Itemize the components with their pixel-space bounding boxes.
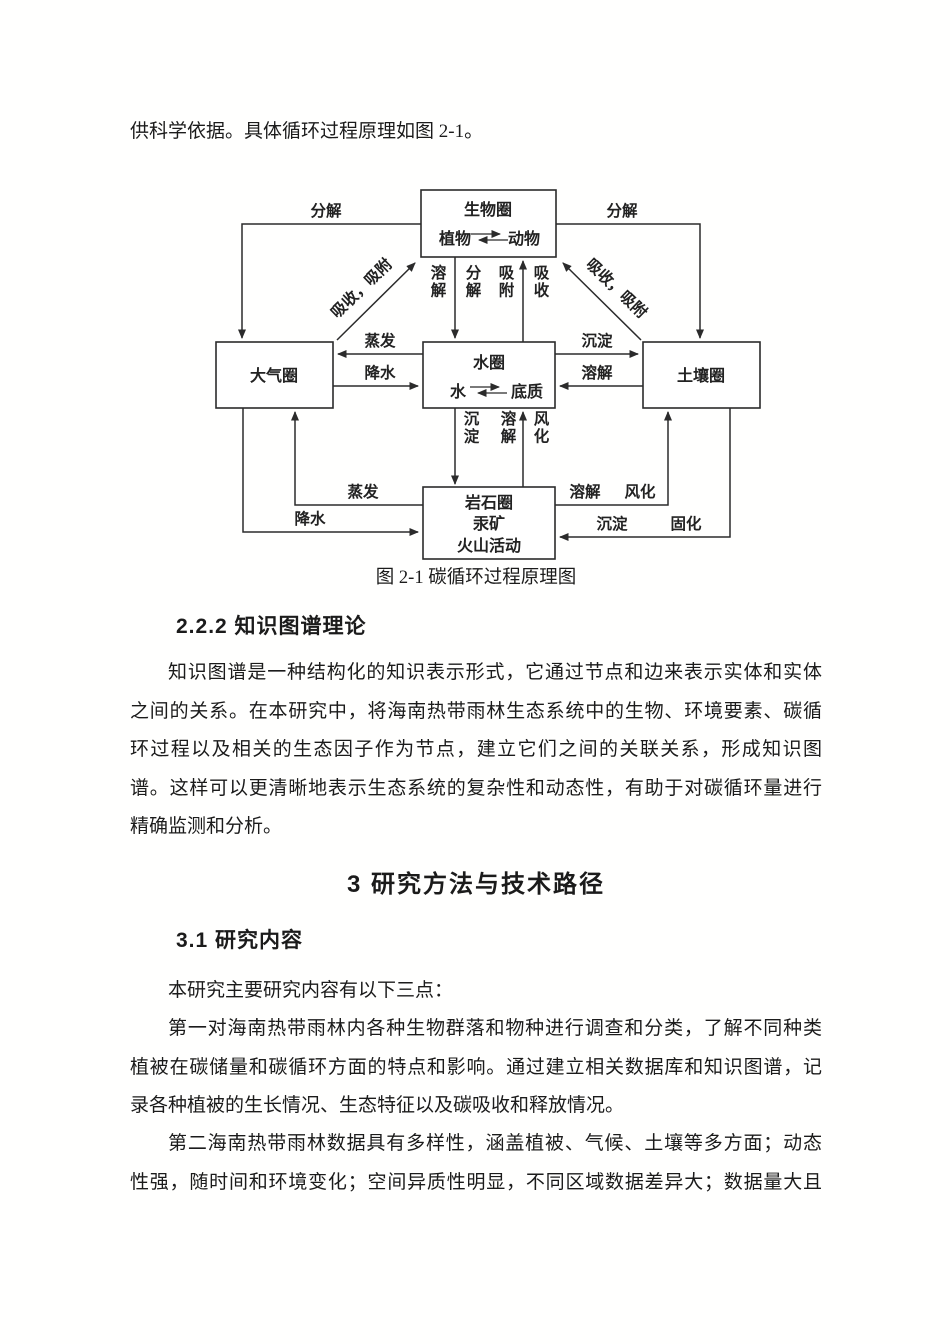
label-precipitation-bottom: 降水 xyxy=(294,509,326,528)
label-dissolution-up: 溶解 xyxy=(499,409,517,445)
figure-caption: 图 2-1 碳循环过程原理图 xyxy=(375,568,577,588)
label-sedimentation-bottom-right: 沉淀 xyxy=(596,514,628,533)
label-decompose-down: 分解 xyxy=(464,264,482,299)
paragraph-first-point: 第一对海南热带雨林内各种生物群落和物种进行调查和分类，了解不同种类 植被在碳储量… xyxy=(130,1010,822,1126)
sediment-label: 底质 xyxy=(511,382,543,401)
hydrosphere-box xyxy=(422,341,556,409)
atmosphere-box xyxy=(215,341,334,409)
arrow-biosphere-to-pedosphere xyxy=(556,223,704,339)
label-solidification-bottom-right: 固化 xyxy=(670,514,702,533)
paragraph-line: 第一对海南热带雨林内各种生物群落和物种进行调查和分类，了解不同种类 xyxy=(168,1018,822,1039)
paragraph-line: 植被在碳储量和碳循环方面的特点和影响。通过建立相关数据库和知识图谱，记 xyxy=(130,1056,822,1078)
label-decompose-right: 分解 xyxy=(606,201,638,220)
label-adsorb-up: 吸附 xyxy=(497,264,515,299)
paragraph-line: 知识图谱是一种结构化的知识表示形式，它通过节点和边来表示实体和实体 xyxy=(168,662,822,683)
label-dissolution-mid: 溶解 xyxy=(581,363,613,382)
paragraph-line: 性强，随时间和环境变化；空间异质性明显，不同区域数据差异大；数据量大且 xyxy=(130,1171,822,1193)
arrow-pedosphere-to-lithosphere xyxy=(559,408,731,541)
paragraph-lead: 本研究主要研究内容有以下三点： xyxy=(130,972,822,1011)
label-dissolution-bottom-right: 溶解 xyxy=(569,482,601,501)
plant-label: 植物 xyxy=(438,229,471,248)
water-label: 水 xyxy=(450,382,467,401)
water-sediment-exchange-icon xyxy=(470,383,507,397)
label-evaporation-mid: 蒸发 xyxy=(364,331,396,350)
label-decompose-left: 分解 xyxy=(310,201,342,220)
arrow-biosphere-to-atmosphere xyxy=(238,223,421,339)
paragraph-line: 精确监测和分析。 xyxy=(130,816,283,837)
atmosphere-title: 大气圈 xyxy=(250,366,298,385)
paragraph-line: 谱。这样可以更清晰地表示生态系统的复杂性和动态性，有助于对碳循环量进行 xyxy=(130,777,822,799)
plant-animal-exchange-icon xyxy=(471,230,508,244)
label-absorb-up: 吸收 xyxy=(532,264,550,299)
chapter-heading-3: 3 研究方法与技术路径 xyxy=(346,871,605,898)
section-heading-222: 2.2.2 知识图谱理论 xyxy=(176,615,367,638)
intro-paragraph: 供科学依据。具体循环过程原理如图 2-1。 xyxy=(130,121,484,142)
label-precipitation-mid: 降水 xyxy=(364,363,396,382)
mining-label: 汞矿 xyxy=(472,514,505,533)
arrow-atmosphere-to-biosphere xyxy=(336,262,416,341)
label-dissolve-down: 溶解 xyxy=(429,263,447,299)
arrow-lithosphere-to-atmosphere xyxy=(291,411,423,506)
lithosphere-box xyxy=(422,486,556,560)
biosphere-box xyxy=(420,189,557,258)
label-weathering-bottom-right: 风化 xyxy=(624,482,656,501)
arrow-atmosphere-to-lithosphere xyxy=(242,408,419,536)
paragraph-line: 录各种植被的生长情况、生态特征以及碳吸收和释放情况。 xyxy=(130,1095,625,1116)
biosphere-title: 生物圈 xyxy=(464,200,512,219)
paragraph-line: 本研究主要研究内容有以下三点： xyxy=(168,980,454,1001)
label-evaporation-bottom: 蒸发 xyxy=(347,482,379,501)
paragraph-knowledge-graph: 知识图谱是一种结构化的知识表示形式，它通过节点和边来表示实体和实体 之间的关系。… xyxy=(130,654,822,847)
label-sedimentation-mid: 沉淀 xyxy=(581,331,613,350)
animal-label: 动物 xyxy=(508,229,540,248)
paragraph-second-point: 第二海南热带雨林数据具有多样性，涵盖植被、气候、土壤等多方面；动态 性强，随时间… xyxy=(130,1125,822,1202)
carbon-cycle-diagram: 分解 分解 吸收，吸附 吸收，吸附 溶解 分解 吸附 吸收 蒸发 降水 沉淀 溶… xyxy=(215,189,761,560)
pedosphere-box xyxy=(642,341,761,409)
paragraph-line: 第二海南热带雨林数据具有多样性，涵盖植被、气候、土壤等多方面；动态 xyxy=(168,1133,822,1154)
label-absorb-adsorb-right: 吸收，吸附 xyxy=(582,254,651,322)
arrow-lithosphere-to-pedosphere xyxy=(555,411,672,506)
lithosphere-title: 岩石圈 xyxy=(464,493,513,512)
paragraph-line: 环过程以及相关的生态因子作为节点，建立它们之间的关联关系，形成知识图 xyxy=(130,739,822,760)
hydrosphere-title: 水圈 xyxy=(473,353,505,372)
paragraph-line: 之间的关系。在本研究中，将海南热带雨林生态系统中的生物、环境要素、碳循 xyxy=(130,700,822,722)
volcano-label: 火山活动 xyxy=(457,536,521,555)
label-sedimentation-down: 沉淀 xyxy=(462,409,480,445)
section-heading-31: 3.1 研究内容 xyxy=(176,929,304,952)
label-absorb-adsorb-left: 吸收，吸附 xyxy=(327,254,396,322)
arrow-pedosphere-to-biosphere xyxy=(562,262,642,341)
label-weathering-up: 风化 xyxy=(532,410,550,445)
pedosphere-title: 土壤圈 xyxy=(677,366,725,385)
